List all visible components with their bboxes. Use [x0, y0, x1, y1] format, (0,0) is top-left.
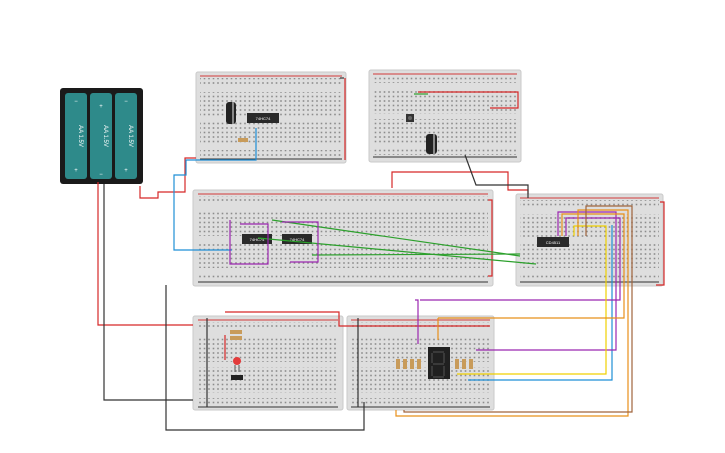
svg-text:CD4511: CD4511	[546, 240, 561, 245]
svg-text:+: +	[74, 168, 78, 174]
breadboard-bottom-left[interactable]	[192, 315, 344, 411]
svg-text:+: +	[99, 104, 103, 110]
transistor-icon[interactable]	[231, 375, 243, 380]
capacitor-icon[interactable]	[426, 134, 437, 154]
ic-chip-icon[interactable]: 74HC74	[282, 234, 312, 244]
ic-chip-icon[interactable]: CD4511	[537, 237, 569, 247]
wires	[97, 77, 665, 431]
battery-pack-icon[interactable]: − + AA 1.5V + − AA 1.5V − + AA 1.5V	[60, 88, 143, 184]
led-icon[interactable]	[233, 357, 241, 372]
pushbutton-icon[interactable]	[406, 114, 414, 122]
svg-text:−: −	[124, 99, 128, 105]
svg-text:74HC74: 74HC74	[250, 237, 265, 242]
breadboard-middle-large[interactable]	[192, 189, 494, 287]
resistor-icon[interactable]	[238, 138, 248, 142]
svg-text:74HC74: 74HC74	[290, 237, 305, 242]
battery-cell: − + AA 1.5V	[115, 93, 137, 179]
breadboard-top-right[interactable]	[368, 69, 522, 163]
ic-chip-icon[interactable]: 74HC74	[242, 234, 272, 244]
capacitor-icon[interactable]	[226, 102, 236, 124]
ic-chip-icon[interactable]: 74HC74	[247, 113, 279, 123]
resistor-icon[interactable]	[230, 330, 242, 340]
svg-text:74HC74: 74HC74	[256, 116, 271, 121]
battery-cell: + − AA 1.5V	[90, 93, 112, 179]
svg-text:−: −	[99, 172, 103, 178]
svg-text:AA 1.5V: AA 1.5V	[127, 125, 133, 147]
svg-text:−: −	[74, 99, 78, 105]
battery-cell: − + AA 1.5V	[65, 93, 87, 179]
svg-text:+: +	[124, 168, 128, 174]
svg-text:AA 1.5V: AA 1.5V	[77, 125, 83, 147]
seven-segment-display-icon[interactable]	[428, 347, 450, 379]
svg-text:AA 1.5V: AA 1.5V	[102, 125, 108, 147]
resistor-array[interactable]	[396, 359, 473, 369]
